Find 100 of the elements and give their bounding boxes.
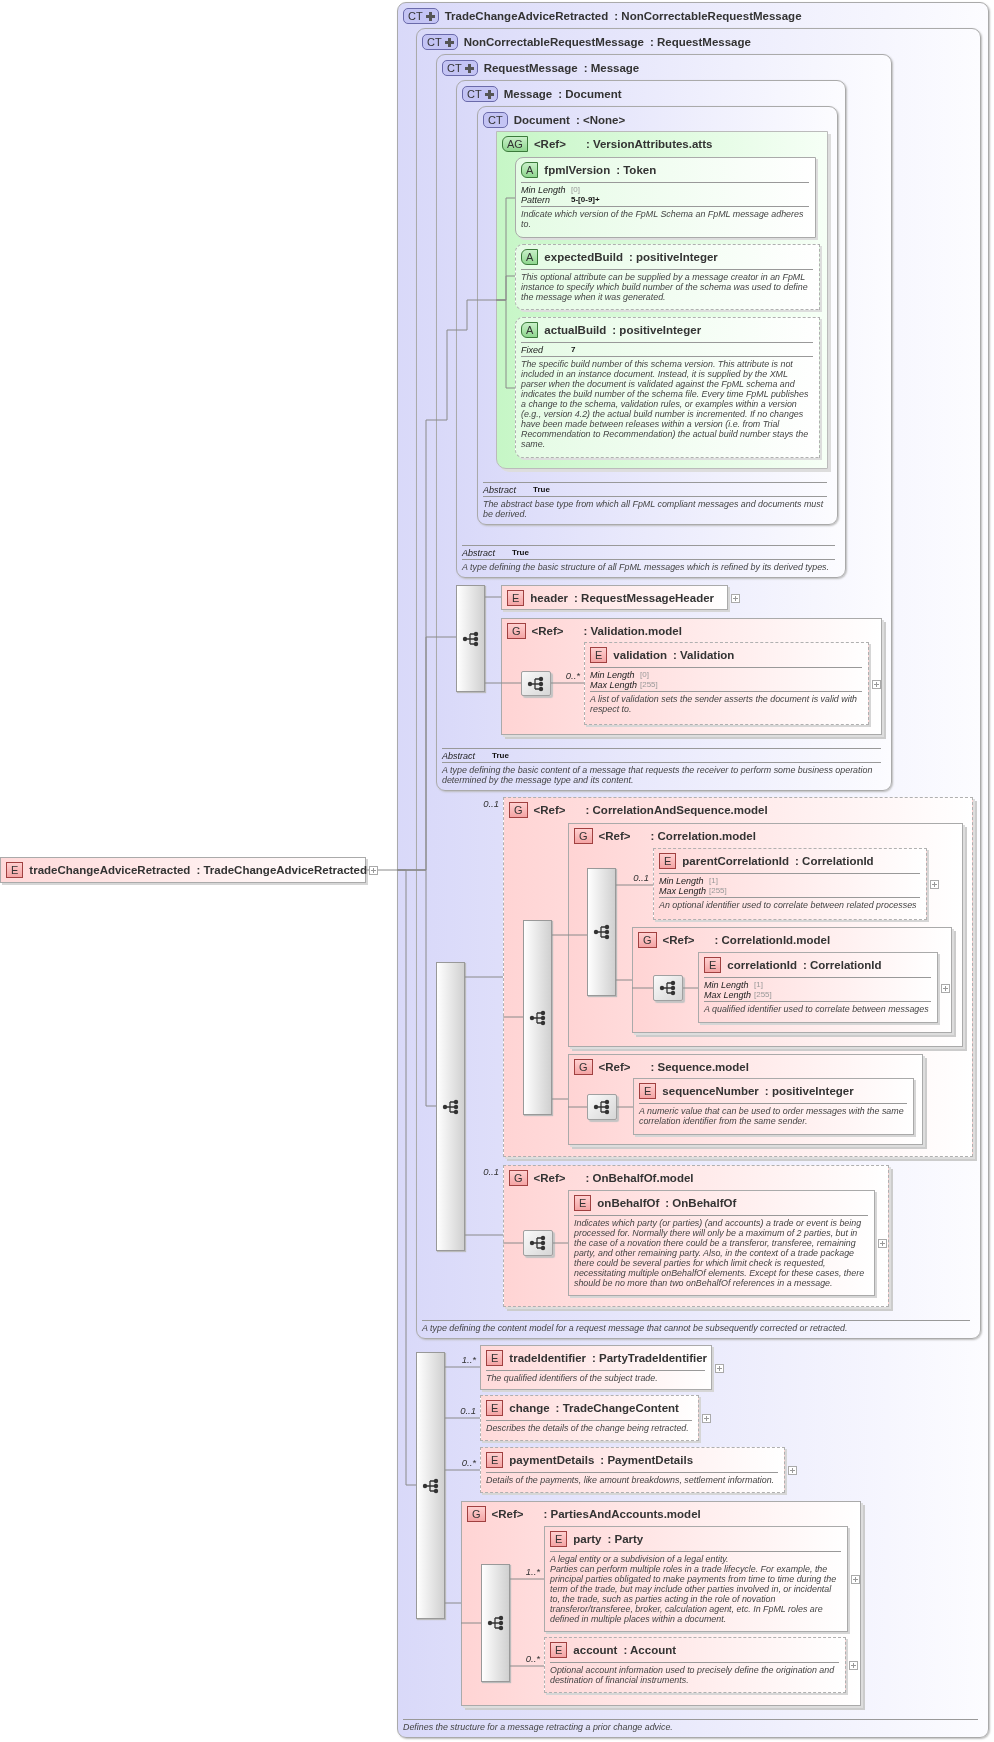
description-text: A list of validation sets the sender asserts the document is valid with respect to. [590, 694, 859, 714]
facet-value: [255] [754, 990, 772, 1000]
connector-line [615, 979, 633, 981]
description-text: Optional account information used to precisely define the origination and destination of financial instruments. [550, 1665, 836, 1685]
element-name: <Ref> [531, 625, 564, 637]
element-name: NonCorrectableRequestMessage [463, 36, 644, 48]
element-name: <Ref> [662, 934, 695, 946]
type-name: : PartyTradeIdentifier [592, 1352, 708, 1364]
connector-line [567, 1106, 588, 1108]
complex-type-box [456, 80, 846, 578]
element-name: Document [513, 114, 570, 126]
connector-line [616, 1106, 634, 1108]
type-name: : Sequence.model [650, 1061, 749, 1073]
facet-label: Min Length [521, 185, 567, 195]
description-text: Parties can perform multiple roles in a trade lifecycle. For example, the principal parties obligated to make payments from time to time during the term of the trade, but may include other parties involved in, or incidental to, the trade, such as parties acting in the role of novation transferor/transferee, broker, calculation agent, etc. In FpML roles are defined in multiple places within a document. [550, 1564, 838, 1624]
element-name: onBehalfOf [597, 1197, 660, 1209]
sequence-bar [587, 868, 616, 996]
type-name: : PartiesAndAccounts.model [543, 1508, 701, 1520]
type-name: : RequestMessage [649, 36, 751, 48]
description-text: A type defining the basic content of a message that requests the receiver to perform some business operation determined by the message type and its content. [442, 765, 874, 785]
complex-type-box [477, 106, 838, 525]
connector-line [509, 1578, 545, 1580]
type-badge: G [509, 802, 528, 818]
type-badge: E [574, 1195, 592, 1211]
facet-label: Min Length [659, 876, 705, 886]
type-badge: AG [502, 136, 528, 152]
connector-line [551, 934, 569, 936]
element-name: tradeChangeAdviceRetracted [29, 864, 191, 876]
connector-line [484, 682, 502, 684]
type-name: : OnBehalfOf [665, 1197, 737, 1209]
facet-value: [1] [754, 980, 763, 990]
connector-line [550, 682, 585, 684]
facet-label: Abstract [462, 548, 496, 558]
element-name: change [509, 1402, 550, 1414]
sequence-bar [456, 585, 485, 692]
element-name: tradeIdentifier [509, 1352, 587, 1364]
type-name: : Validation [673, 649, 735, 661]
type-badge: CT [462, 86, 498, 102]
description-text: A numeric value that can be used to order messages with the same correlation identifier from the same sender. [639, 1106, 905, 1126]
description-text: Defines the structure for a message retracting a prior change advice. [403, 1722, 674, 1732]
type-badge: G [574, 1059, 593, 1075]
facet-value: [255] [640, 680, 658, 690]
type-badge: E [550, 1642, 568, 1658]
type-badge: G [574, 828, 593, 844]
element-name: correlationId [727, 959, 797, 971]
element-name: <Ref> [598, 830, 631, 842]
element-name: Message [503, 88, 553, 100]
facet-label: Abstract [483, 485, 517, 495]
connector-line [631, 987, 654, 989]
type-badge: E [486, 1400, 504, 1416]
type-name: : Validation.model [583, 625, 682, 637]
connector-line [502, 1242, 524, 1244]
type-name: : Party [607, 1533, 644, 1545]
element-name: header [530, 592, 569, 604]
type-name: : positiveInteger [764, 1085, 854, 1097]
element-name: account [573, 1644, 618, 1656]
facet-label: Fixed [521, 345, 545, 355]
attribute-box [515, 244, 820, 310]
sequence-bar [436, 962, 465, 1251]
type-name: : OnBehalfOf.model [585, 1172, 694, 1184]
facet-value: 5-[0-9]+ [571, 195, 600, 205]
element-name: <Ref> [533, 804, 566, 816]
cardinality-label: 0..1 [633, 872, 649, 883]
type-badge: A [521, 249, 539, 265]
description-text: The specific build number of this schema version. This attribute is not included in an instance document. Instead, it is supplied by the XML parser when the document is validated against the FpML schema and indicates the build number of the schema file. Every time FpML publishes a change to the schema, validation rules, or examples within a version (e.g., version 4.2) the actual build number is incremented. If no changes have been made between releases within a version (i.e. from Trial Recommendation to Recommendation) the actual build number stays the same. [521, 359, 810, 449]
facet-label: Max Length [704, 990, 753, 1000]
facet-label: Min Length [704, 980, 750, 990]
type-badge: E [704, 957, 722, 973]
type-name: : Document [558, 88, 622, 100]
element-box [480, 1345, 712, 1390]
element-box [568, 1190, 875, 1296]
sequence-box [653, 975, 683, 1001]
facet-value: True [512, 548, 529, 558]
type-badge: E [6, 862, 24, 878]
type-badge: E [486, 1452, 504, 1468]
sequence-bar [523, 920, 552, 1115]
element-name: party [573, 1533, 602, 1545]
facet-value: [1] [709, 876, 718, 886]
element-name: actualBuild [544, 324, 607, 336]
type-name: : CorrelationAndSequence.model [585, 804, 768, 816]
type-badge: A [521, 322, 539, 338]
connector-line [460, 1622, 482, 1624]
attribute-box [515, 317, 820, 458]
facet-label: Pattern [521, 195, 552, 205]
cardinality-label: 0..* [565, 670, 580, 681]
attribute-box [515, 157, 816, 238]
description-text: An optional identifier used to correlate between related processes [659, 900, 918, 910]
element-box [698, 952, 938, 1023]
element-name: paymentDetails [509, 1454, 595, 1466]
cardinality-label: 0..* [525, 1653, 540, 1664]
sequence-box [523, 1230, 553, 1256]
cardinality-label: 1..* [525, 1566, 540, 1577]
type-badge: CT [422, 34, 458, 50]
type-name: : <None> [575, 114, 626, 126]
connector-line [552, 1242, 569, 1244]
connector-line [495, 299, 516, 389]
type-badge: E [507, 590, 525, 606]
description-text: The abstract base type from which all FpML compliant messages and documents must be derived. [483, 499, 825, 519]
facet-value: [0] [640, 670, 649, 680]
connector-line [464, 976, 504, 978]
